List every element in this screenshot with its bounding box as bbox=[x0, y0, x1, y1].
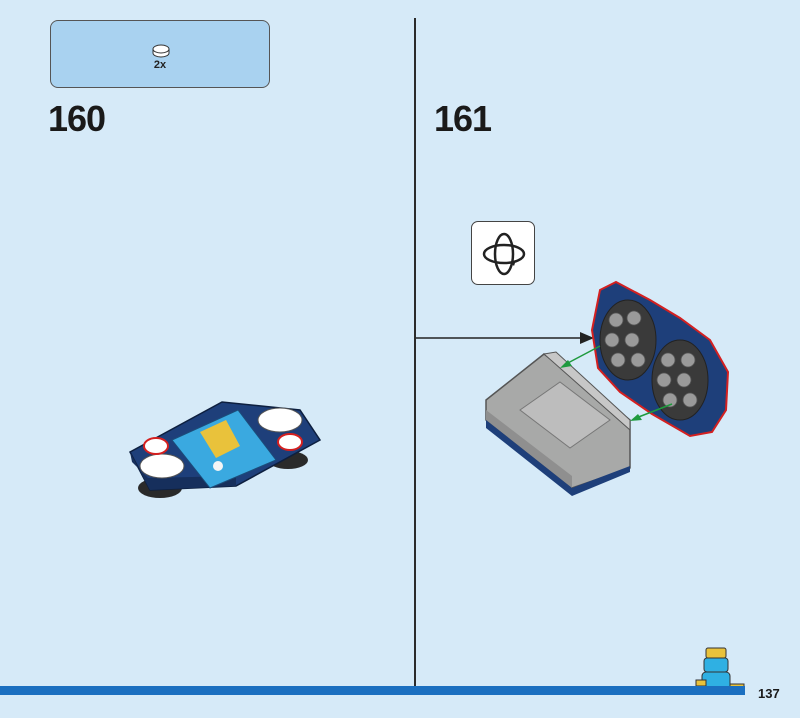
page-number: 137 bbox=[758, 686, 780, 701]
parts-list-callout: 2x bbox=[50, 20, 270, 88]
rotate-model-icon bbox=[471, 221, 535, 285]
part-quantity: 2x bbox=[153, 59, 167, 71]
round-plate-icon bbox=[152, 44, 170, 58]
minifigure-icon bbox=[695, 647, 745, 695]
step-number-161: 161 bbox=[434, 98, 492, 139]
step-number-160: 160 bbox=[48, 98, 106, 139]
page-footer-bar bbox=[0, 686, 745, 695]
column-divider bbox=[414, 18, 416, 686]
